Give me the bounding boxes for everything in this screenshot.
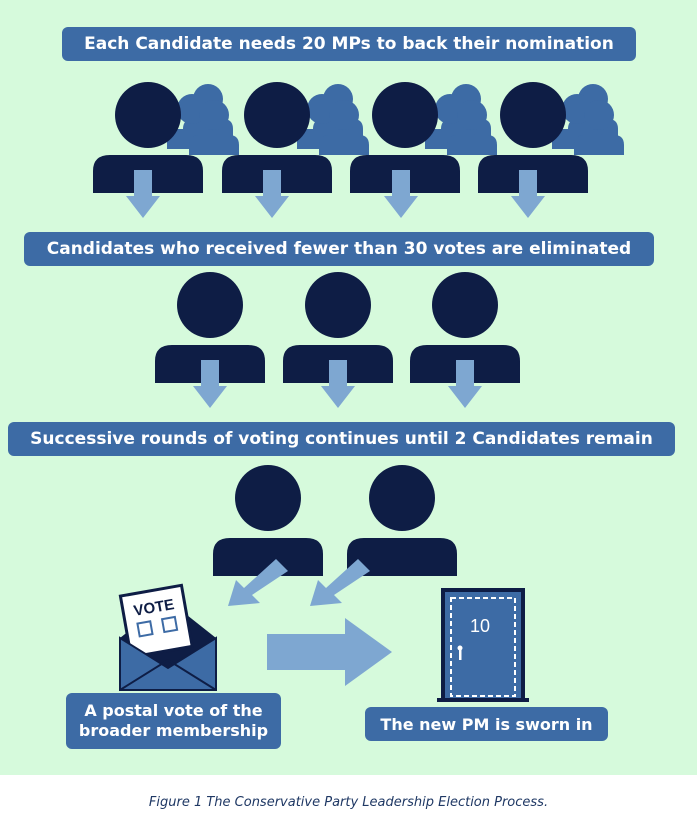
person-icon [347, 465, 457, 576]
arrow-right-icon [267, 618, 392, 686]
step-postal-vote: A postal vote of the broader membership [66, 693, 281, 749]
step-nomination: Each Candidate needs 20 MPs to back thei… [62, 27, 636, 61]
candidate-with-backers [478, 82, 624, 193]
door-number: 10 [470, 616, 490, 636]
candidate-with-backers [93, 82, 239, 193]
step-elimination: Candidates who received fewer than 30 vo… [24, 232, 654, 266]
arrow-diagonal-icon [310, 559, 370, 606]
candidate-with-backers [222, 82, 369, 193]
arrow-diagonal-icon [228, 559, 288, 606]
figure-caption: Figure 1 The Conservative Party Leadersh… [148, 795, 549, 810]
ballot-label: VOTE [132, 596, 175, 620]
envelope-ballot-icon: VOTE [118, 583, 217, 691]
step-sworn-in: The new PM is sworn in [365, 707, 608, 741]
door-icon: 10 [437, 588, 529, 702]
step-voting-rounds: Successive rounds of voting continues un… [8, 422, 675, 456]
person-icon [213, 465, 323, 576]
candidate-with-backers [350, 82, 497, 193]
diagram-artwork: VOTE 10 [93, 82, 697, 702]
